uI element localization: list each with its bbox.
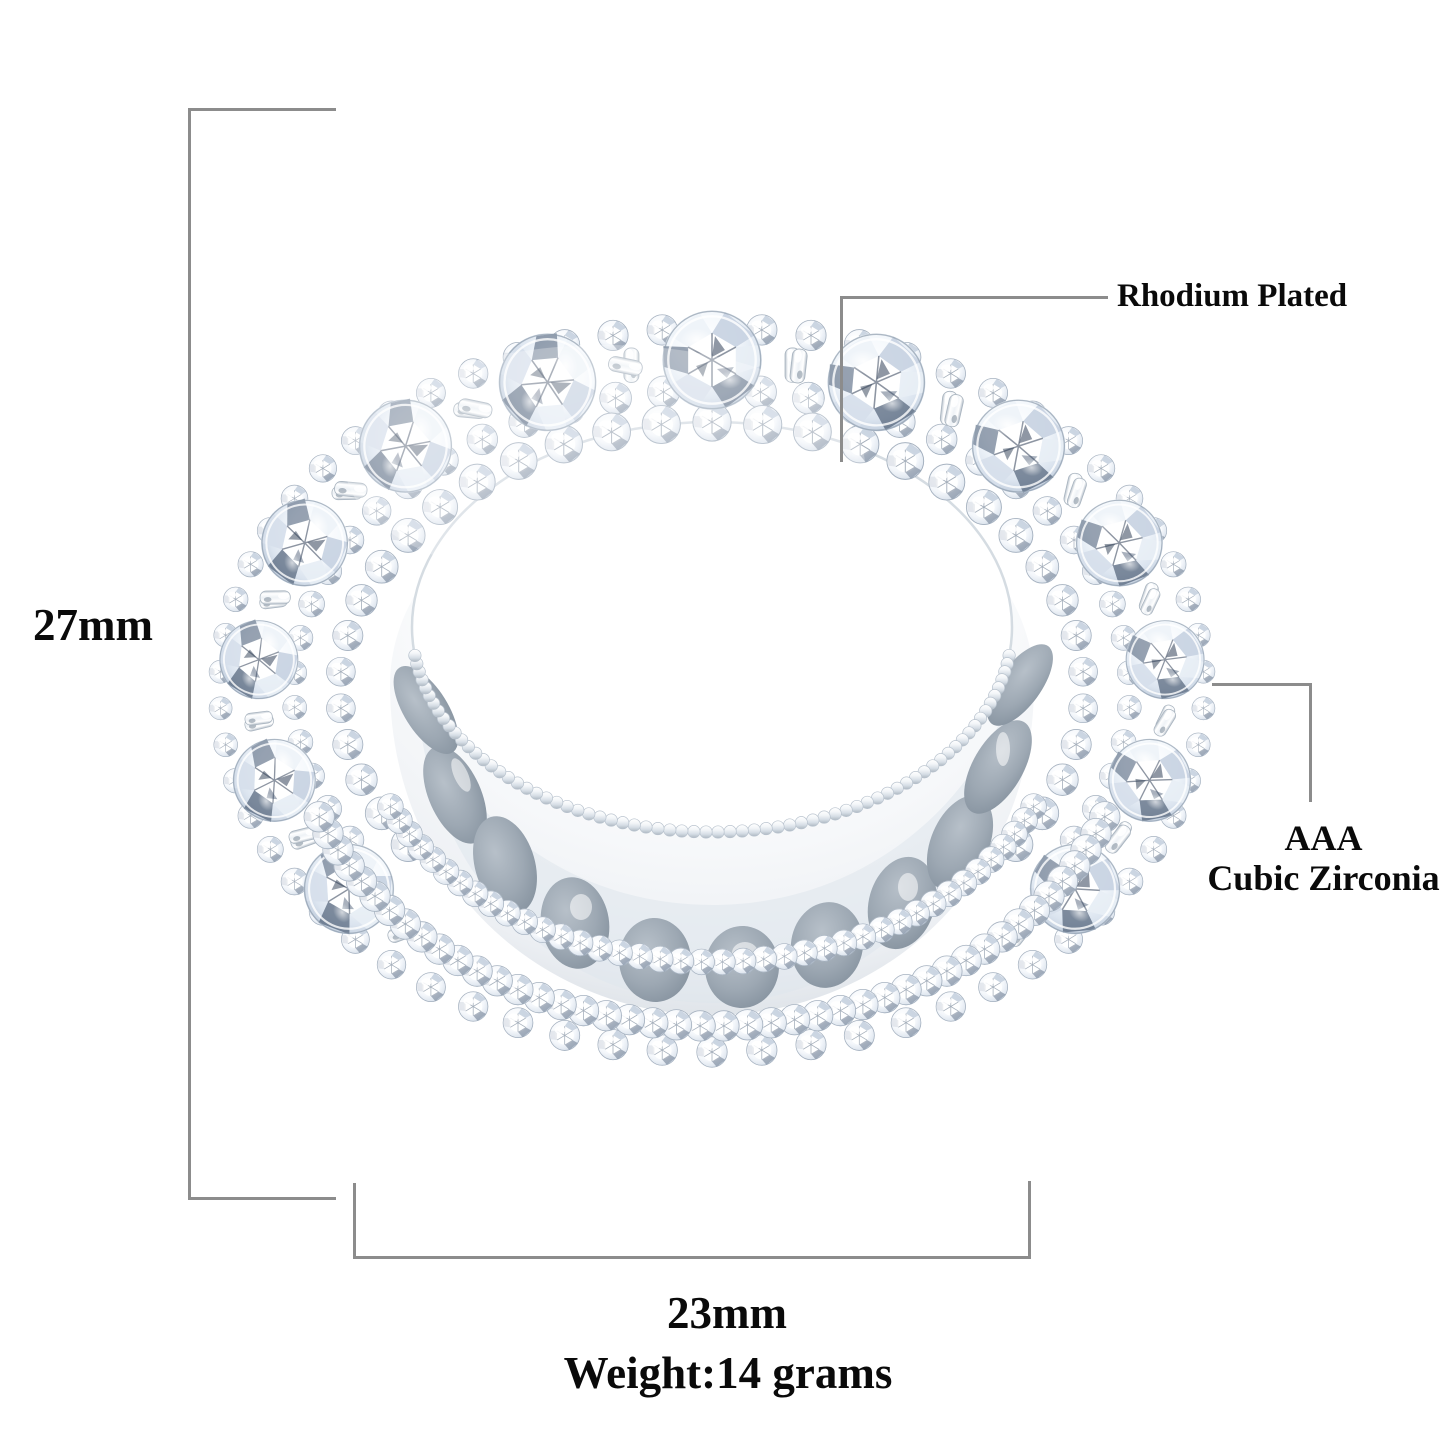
milgrain-bead	[604, 813, 618, 827]
pave-stone	[998, 517, 1034, 554]
pave-stone	[1160, 550, 1187, 578]
pave-stone	[935, 358, 967, 389]
pave-stone	[890, 1007, 922, 1039]
pave-stone	[376, 793, 404, 821]
pave-stone	[502, 1007, 534, 1039]
pave-stone	[208, 696, 233, 721]
pave-stone	[1086, 454, 1116, 483]
stone-callout-leader-vertical	[1309, 683, 1312, 802]
height-dimension-line	[188, 108, 191, 1200]
milgrain-bead	[675, 824, 689, 838]
height-dimension-tick-bottom	[188, 1197, 336, 1200]
pave-stone	[1060, 619, 1093, 652]
milgrain-bead	[687, 825, 701, 839]
stone-grade-text: AAA	[1284, 818, 1363, 858]
milgrain-bead	[582, 807, 596, 821]
stone-callout-label: AAA Cubic Zirconia	[1207, 818, 1440, 899]
pave-stone	[795, 319, 827, 352]
inner-milgrain	[408, 648, 1016, 839]
pave-stone	[1045, 583, 1080, 617]
pave-stone	[1098, 590, 1126, 618]
milgrain-bead	[828, 807, 842, 821]
prong	[259, 590, 291, 605]
height-label: 27mm	[33, 600, 153, 650]
pave-stone	[1191, 696, 1216, 721]
eternity-ring-illustration	[175, 255, 1250, 1155]
milgrain-bead	[627, 818, 641, 832]
pave-stone	[843, 1019, 876, 1052]
pave-stone	[927, 463, 966, 502]
pave-stone	[1067, 656, 1099, 687]
plating-callout-label: Rhodium Plated	[1117, 278, 1348, 314]
pave-stone	[977, 971, 1009, 1003]
pave-stone	[344, 763, 379, 797]
pave-stone	[1140, 835, 1168, 864]
milgrain-bead	[806, 813, 820, 827]
milgrain-bead	[639, 820, 653, 834]
pave-stone	[376, 949, 407, 980]
pave-stone	[548, 1019, 581, 1052]
pave-stone	[1032, 495, 1063, 526]
milgrain-bead	[408, 648, 422, 663]
pave-stone	[415, 971, 447, 1003]
stone-material-text: Cubic Zirconia	[1207, 858, 1440, 899]
pave-stone	[331, 619, 364, 652]
width-dimension-tick-left	[353, 1183, 356, 1259]
pave-stone	[965, 488, 1003, 526]
pave-stone	[1045, 763, 1080, 797]
width-dimension-line	[353, 1256, 1031, 1259]
pave-stone	[364, 549, 399, 584]
milgrain-bead	[699, 825, 713, 839]
height-dimension-tick-top	[188, 108, 336, 111]
pave-stone	[213, 732, 239, 758]
pave-stone	[331, 728, 364, 761]
milgrain-bead	[747, 823, 761, 837]
pave-stone	[308, 454, 338, 483]
pave-stone	[256, 835, 284, 864]
milgrain-bead	[593, 810, 607, 824]
width-dimension-tick-right	[1028, 1181, 1031, 1259]
pave-stone	[325, 693, 357, 724]
milgrain-bead	[616, 816, 630, 830]
milgrain-bead	[759, 822, 773, 836]
pave-stone	[1116, 694, 1142, 720]
pave-stone	[1067, 693, 1099, 724]
milgrain-bead	[663, 823, 677, 837]
weight-label: Weight:14 grams	[563, 1348, 893, 1398]
pave-stone	[1060, 728, 1093, 761]
plating-callout-leader-vertical	[840, 296, 843, 462]
pave-stone	[325, 656, 357, 687]
milgrain-bead	[723, 825, 737, 839]
pave-stone	[344, 583, 379, 617]
pave-stone	[222, 586, 249, 613]
plating-callout-leader-horizontal	[840, 296, 1108, 299]
pave-stone	[298, 590, 326, 618]
milgrain-bead	[783, 818, 797, 832]
pave-stone	[885, 441, 925, 481]
width-label: 23mm	[667, 1288, 787, 1338]
pave-stone	[1185, 732, 1211, 758]
milgrain-bead	[817, 810, 831, 824]
pave-stone	[1175, 586, 1202, 613]
milgrain-bead	[651, 822, 665, 836]
pave-stone	[303, 800, 336, 833]
milgrain-bead	[711, 825, 725, 839]
milgrain-bead	[735, 824, 749, 838]
pave-stone	[457, 991, 489, 1022]
stone-callout-leader-horizontal	[1212, 683, 1312, 686]
pave-stone	[282, 694, 308, 720]
milgrain-bead	[839, 803, 853, 817]
pave-stone	[1017, 949, 1048, 980]
pave-stone	[925, 423, 958, 456]
milgrain-bead	[794, 816, 808, 830]
milgrain-bead	[771, 820, 785, 834]
pave-stone	[1025, 549, 1060, 584]
pave-stone	[237, 550, 264, 578]
pave-stone	[935, 991, 967, 1022]
